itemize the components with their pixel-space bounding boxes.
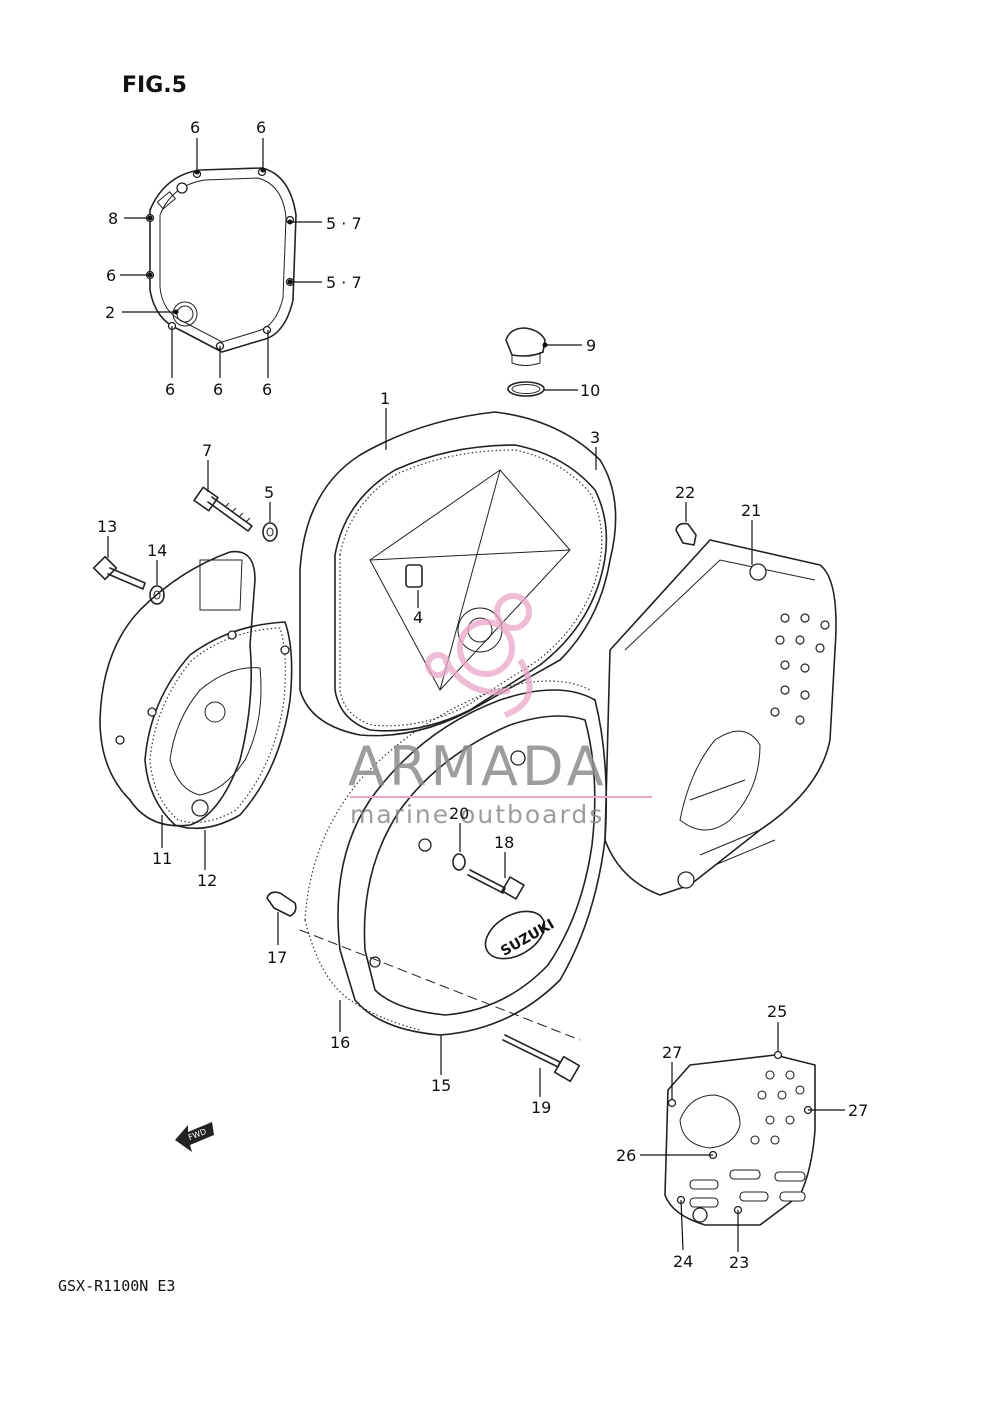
callout-4: 4: [413, 608, 423, 627]
generator-cover-drawing: [99, 550, 293, 830]
callout-6: 6: [213, 380, 223, 399]
leader-lines: [107, 138, 845, 1252]
clutch-gasket-drawing: [145, 167, 297, 353]
callout-12: 12: [197, 871, 217, 890]
callout-20: 20: [449, 804, 469, 823]
engine-cover-21-drawing: [604, 539, 837, 896]
callout-14: 14: [147, 541, 167, 560]
callout-1: 1: [380, 389, 390, 408]
callout-6: 6: [165, 380, 175, 399]
callout-23: 23: [729, 1253, 749, 1272]
callout-16: 16: [330, 1033, 350, 1052]
callout-5: 5: [264, 483, 274, 502]
callout-6: 6: [190, 118, 200, 137]
callout-8: 8: [108, 209, 118, 228]
callout-19: 19: [531, 1098, 551, 1117]
callout-27: 27: [662, 1043, 682, 1062]
callout-15: 15: [431, 1076, 451, 1095]
bolt-13-drawing: [92, 555, 165, 605]
callout-5-7: 5 · 7: [326, 273, 362, 292]
fwd-arrow-icon: FWD: [175, 1122, 214, 1152]
callout-11: 11: [152, 849, 172, 868]
dowel-17-drawing: [266, 891, 297, 917]
plate-drawing: [664, 1050, 816, 1226]
callout-21: 21: [741, 501, 761, 520]
figure-title: FIG.5: [122, 73, 187, 98]
callout-10: 10: [580, 381, 600, 400]
dowel-22-drawing: [675, 522, 697, 546]
watermark-tagline: marine outboards: [350, 800, 604, 829]
watermark-brand: ARMADA: [348, 735, 608, 798]
callout-27: 27: [848, 1101, 868, 1120]
crankcase-cover-drawing: [299, 411, 617, 737]
bolt-19-drawing: [502, 1034, 581, 1083]
callout-25: 25: [767, 1002, 787, 1021]
callout-2: 2: [105, 303, 115, 322]
callout-24: 24: [673, 1252, 693, 1271]
callout-6: 6: [106, 266, 116, 285]
model-code: GSX-R1100N E3: [58, 1277, 175, 1295]
bolt-18-drawing: [452, 853, 525, 900]
callout-26: 26: [616, 1146, 636, 1165]
bolt-washer-drawing: [193, 486, 278, 542]
callout-labels: 6 6 8 5 · 7 6 5 · 7 2 6 6 6 9 10 1 3 7 5…: [97, 118, 868, 1272]
oil-filler-cap-drawing: [505, 327, 546, 397]
callout-3: 3: [590, 428, 600, 447]
callout-17: 17: [267, 948, 287, 967]
callout-13: 13: [97, 517, 117, 536]
callout-6: 6: [256, 118, 266, 137]
callout-18: 18: [494, 833, 514, 852]
callout-5-7: 5 · 7: [326, 214, 362, 233]
callout-9: 9: [586, 336, 596, 355]
suzuki-logo: SUZUKI: [498, 916, 557, 959]
watermark: ARMADA marine outboards: [348, 593, 652, 829]
callout-22: 22: [675, 483, 695, 502]
callout-6: 6: [262, 380, 272, 399]
callout-7: 7: [202, 441, 212, 460]
